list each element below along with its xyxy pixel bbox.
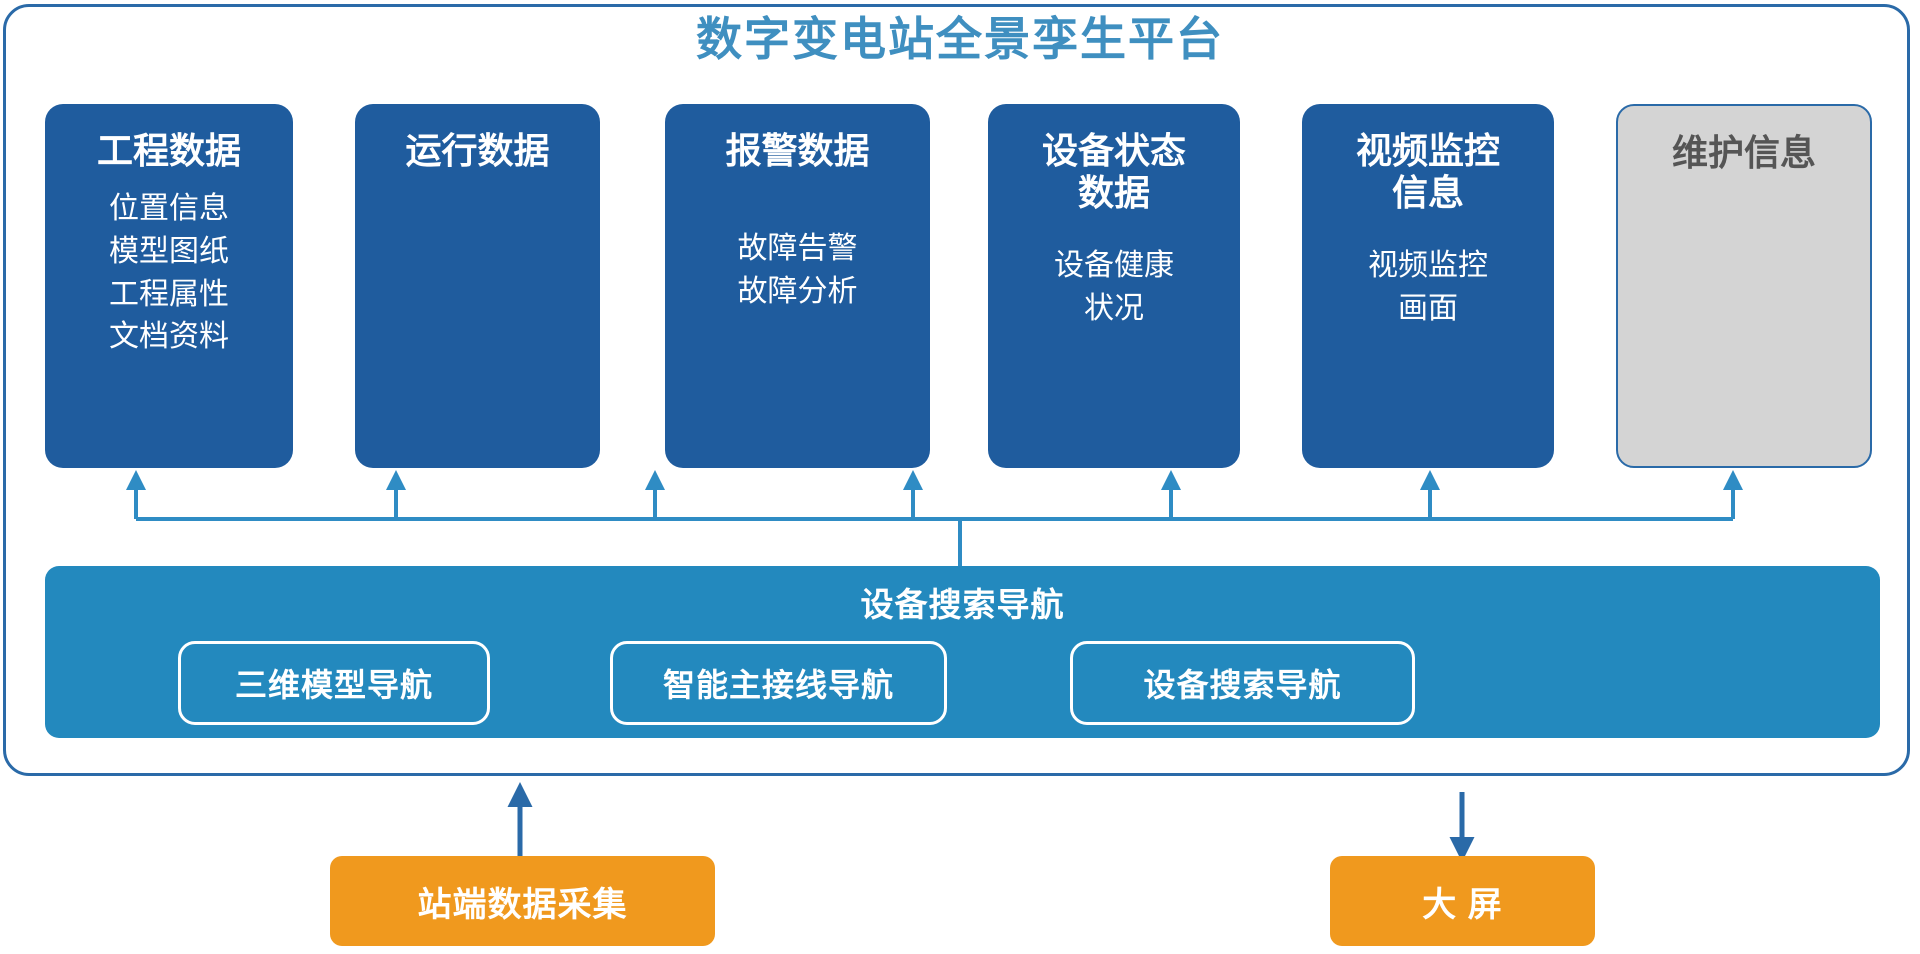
card-items: 位置信息 模型图纸 工程属性 文档资料 — [51, 188, 287, 358]
card-title: 维护信息 — [1671, 132, 1816, 173]
navigation-band: 设备搜索导航 三维模型导航 智能主接线导航 设备搜索导航 — [45, 566, 1880, 738]
card-items: 视频监控 画面 — [1308, 245, 1548, 330]
nav-pill-smart-oneline[interactable]: 智能主接线导航 — [610, 641, 947, 725]
station-data-collection-box[interactable]: 站端数据采集 — [330, 856, 715, 946]
nav-pill-device-search[interactable]: 设备搜索导航 — [1070, 641, 1415, 725]
card-item: 视频监控 — [1368, 248, 1488, 282]
card-item: 位置信息 — [109, 192, 229, 226]
data-card-operation[interactable]: 运行数据 — [355, 104, 600, 468]
card-item: 工程属性 — [109, 277, 229, 311]
platform-frame — [3, 4, 1910, 776]
data-card-alarm[interactable]: 报警数据 故障告警 故障分析 — [665, 104, 930, 468]
data-card-device-status[interactable]: 设备状态 数据 设备健康 状况 — [988, 104, 1240, 468]
card-item: 状况 — [1084, 291, 1144, 325]
nav-pill-3d-model[interactable]: 三维模型导航 — [178, 641, 490, 725]
card-item: 设备健康 — [1054, 248, 1174, 282]
card-item: 模型图纸 — [109, 235, 229, 269]
data-card-video-monitor[interactable]: 视频监控 信息 视频监控 画面 — [1302, 104, 1554, 468]
navigation-band-title: 设备搜索导航 — [860, 586, 1065, 623]
data-card-maintenance[interactable]: 维护信息 — [1616, 104, 1872, 468]
card-item: 画面 — [1398, 291, 1458, 325]
card-items: 设备健康 状况 — [994, 245, 1234, 330]
card-title: 报警数据 — [725, 130, 870, 171]
page-title: 数字变电站全景孪生平台 — [696, 13, 1224, 65]
card-items: 故障告警 故障分析 — [671, 228, 924, 313]
card-title: 视频监控 信息 — [1355, 130, 1500, 214]
card-title: 设备状态 数据 — [1041, 130, 1186, 214]
card-item: 故障分析 — [737, 275, 858, 309]
large-screen-box[interactable]: 大 屏 — [1330, 856, 1595, 946]
data-card-engineering[interactable]: 工程数据 位置信息 模型图纸 工程属性 文档资料 — [45, 104, 293, 468]
card-item: 文档资料 — [109, 320, 229, 354]
card-title: 工程数据 — [96, 130, 241, 171]
card-item: 故障告警 — [737, 232, 858, 266]
card-title: 运行数据 — [405, 130, 550, 171]
